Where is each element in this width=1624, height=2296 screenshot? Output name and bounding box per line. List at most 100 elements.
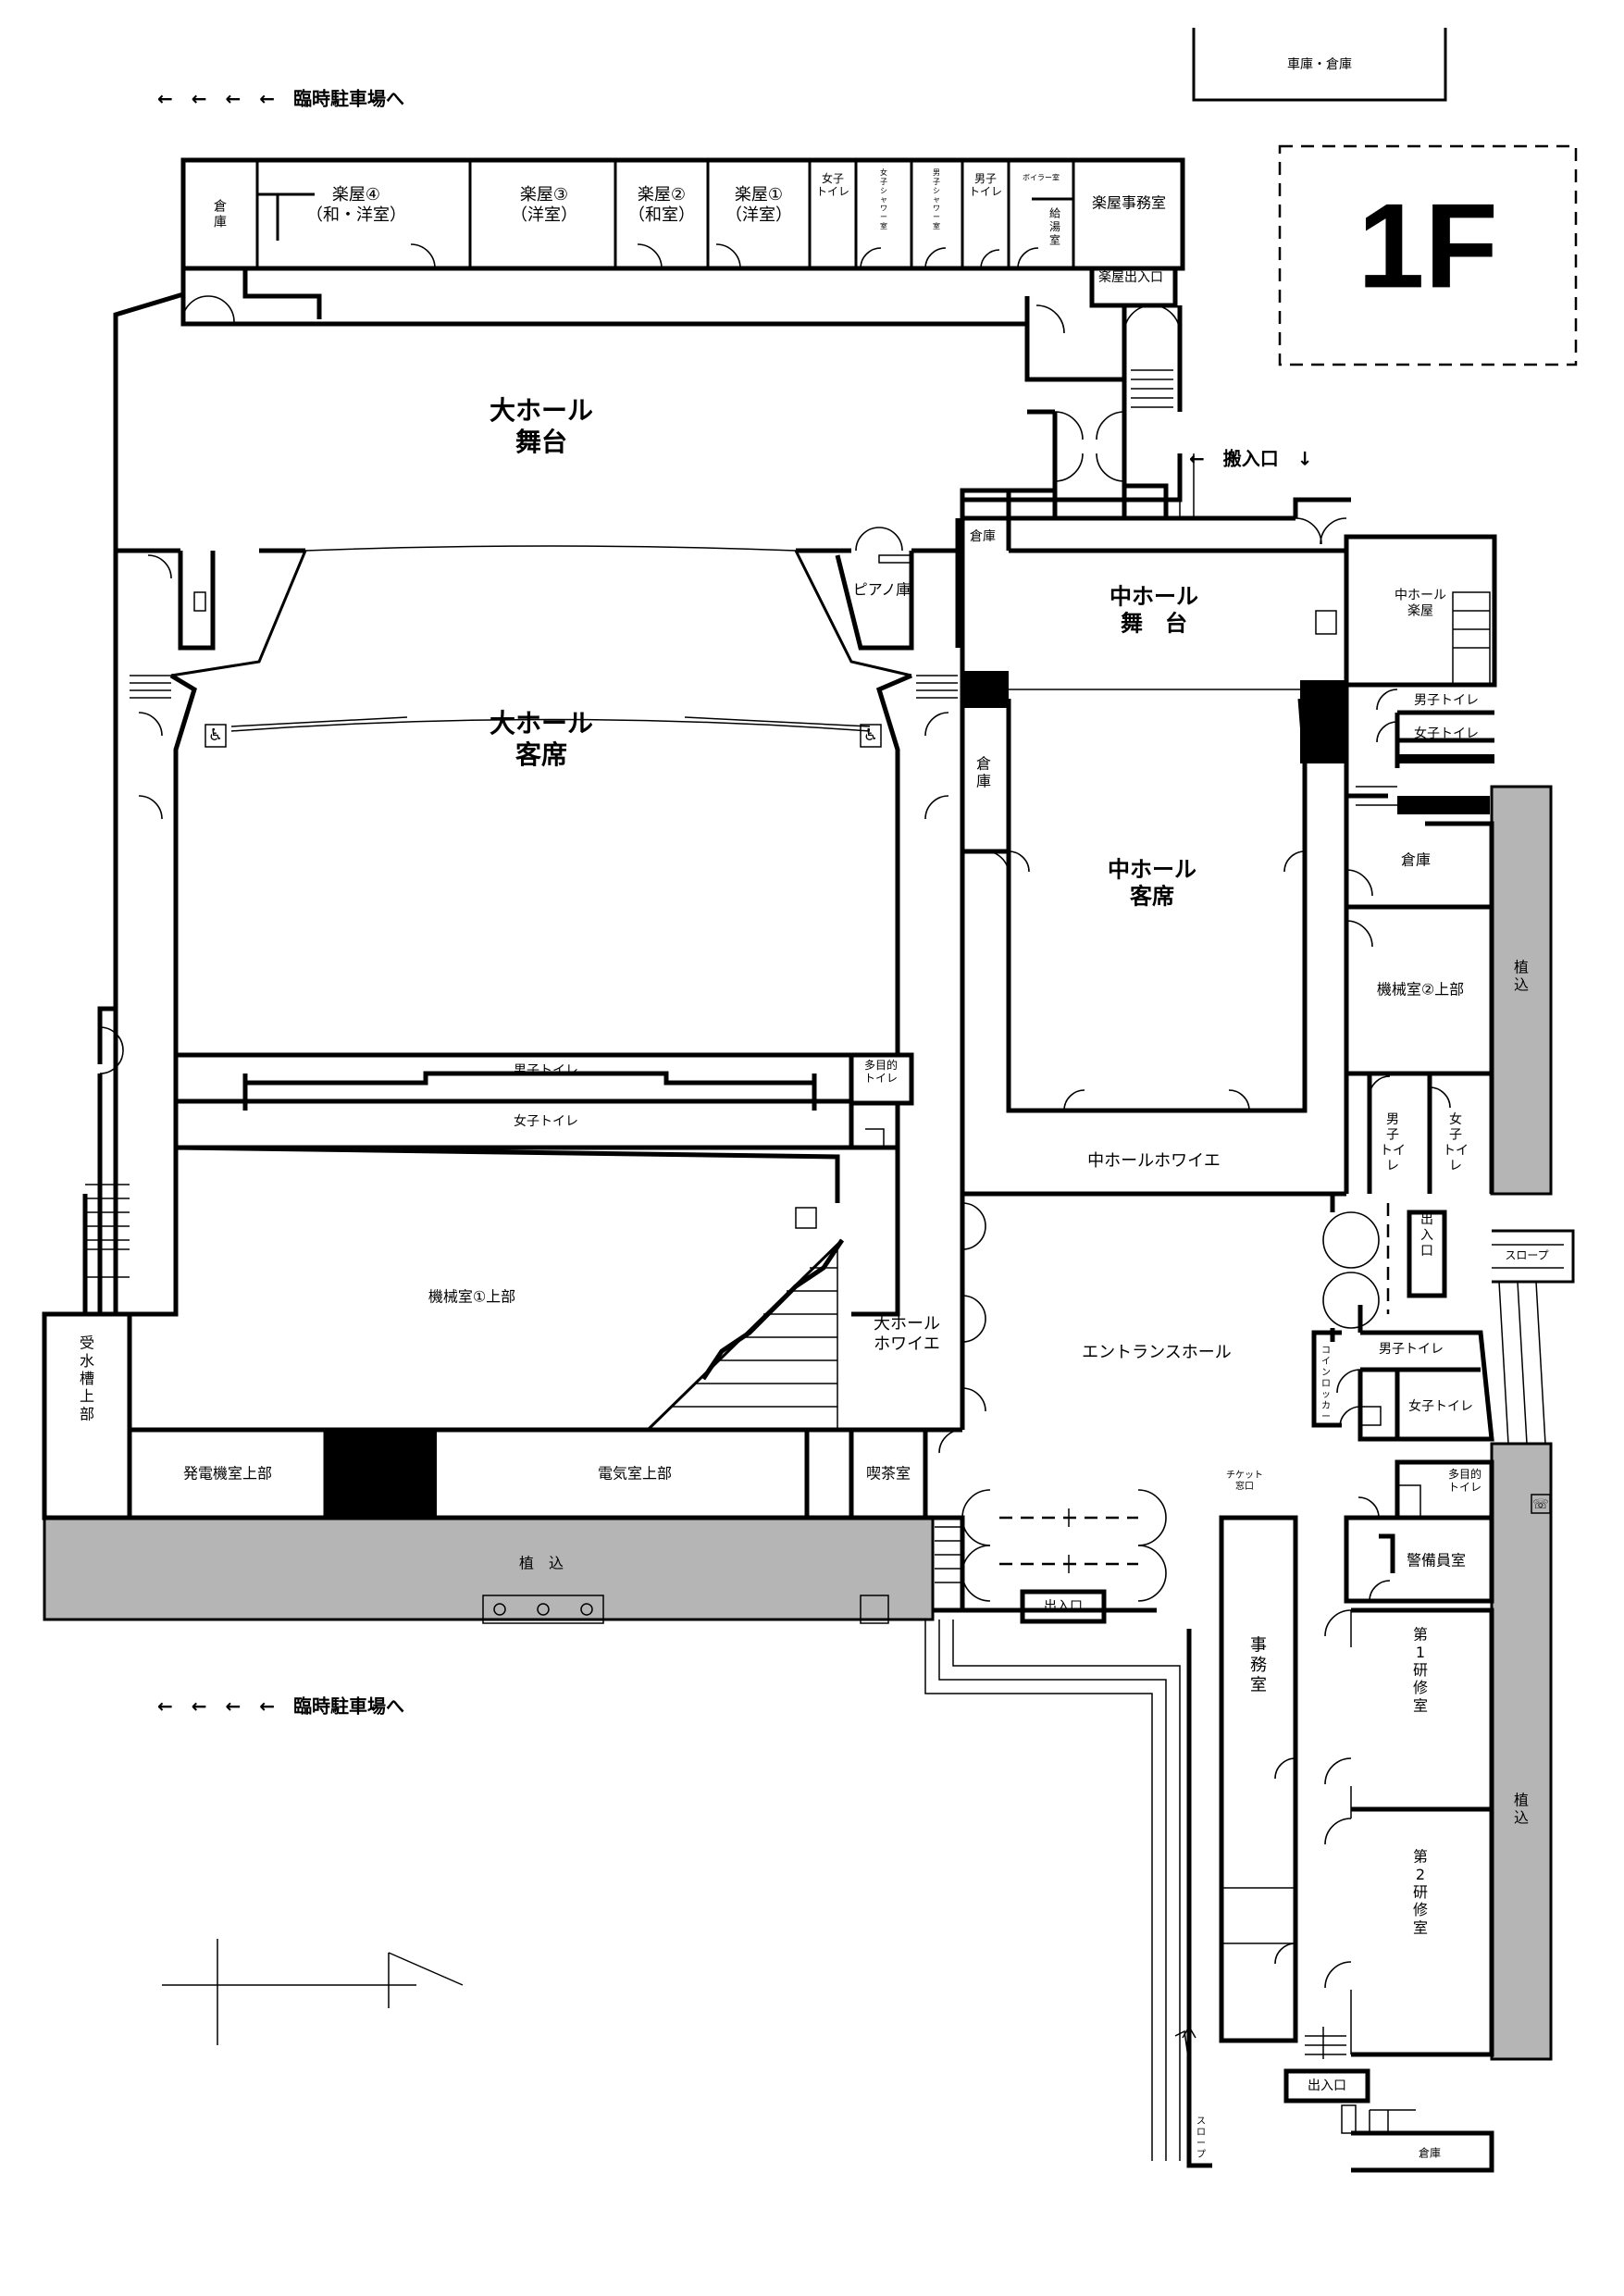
ticket-label: チケット窓口 bbox=[1226, 1470, 1263, 1492]
mid-stage-label: 中ホール舞 台 bbox=[1110, 584, 1198, 637]
east-exit-box[interactable] bbox=[1407, 1210, 1447, 1298]
dressing-entrance-label: 楽屋出入口 bbox=[1098, 270, 1163, 285]
slope-arrow bbox=[1182, 2025, 1196, 2064]
phone-glyph: ☏ bbox=[1532, 1497, 1549, 1512]
south-slope-label: スロープ bbox=[1196, 2116, 1206, 2160]
ent-multipurpose-toilet-label: 多目的トイレ bbox=[1448, 1466, 1481, 1493]
large-multipurpose-toilet-label: 多目的トイレ bbox=[864, 1057, 898, 1084]
shaft-black bbox=[326, 1430, 437, 1518]
floor-label: 1F bbox=[1357, 178, 1498, 313]
sw-ramp bbox=[924, 1620, 1181, 2161]
storage-mid-side-label: 倉庫 bbox=[976, 754, 991, 789]
ent-mens-toilet-label: 男子トイレ bbox=[1379, 1342, 1444, 1357]
mid-womens-toilet-label: 女子トイレ bbox=[1414, 726, 1479, 741]
ent-womens-toilet-label: 女子トイレ bbox=[1408, 1398, 1473, 1414]
south-exit-stairs bbox=[1305, 2027, 1346, 2059]
planting-strip-bottom bbox=[43, 1516, 935, 1621]
north-arrow bbox=[162, 1939, 464, 2045]
coin-locker-label: コインロッカー bbox=[1321, 1346, 1331, 1422]
water-tank-label: 受水槽上部 bbox=[80, 1334, 94, 1422]
training-rooms bbox=[1351, 1607, 1494, 2057]
south-storage-label: 倉庫 bbox=[1419, 2146, 1441, 2160]
south-exit-box[interactable] bbox=[1283, 2068, 1370, 2104]
parking-direction-bottom: ← ← ← ← 臨時駐車場へ bbox=[157, 1695, 404, 1718]
mid-stairs-black bbox=[1397, 796, 1490, 814]
floor-label-frame bbox=[1278, 144, 1578, 366]
parking-direction-top: ← ← ← ← 臨時駐車場へ bbox=[157, 88, 404, 110]
large-womens-toilet-label: 女子トイレ bbox=[514, 1113, 578, 1129]
office-walls bbox=[1219, 1515, 1298, 2043]
west-stairs bbox=[85, 1184, 130, 1241]
planting-strip-right-lower bbox=[1490, 1442, 1553, 2061]
electrical-label: 電気室上部 bbox=[598, 1465, 672, 1483]
planting-right-upper-label: 植込 bbox=[1514, 958, 1529, 993]
mens-toilet-top-label: 男子トイレ bbox=[969, 171, 1002, 197]
womens-shower-label: 女子シャワー室 bbox=[880, 168, 887, 230]
phone-icon bbox=[1531, 1494, 1551, 1514]
machine1-walls bbox=[130, 1145, 900, 1317]
south-exit2-label: 出入口 bbox=[1308, 2079, 1346, 2093]
east-slope bbox=[1492, 1229, 1575, 1284]
dressing1-label: 楽屋①（洋室） bbox=[725, 185, 792, 225]
loading-entrance-label: ← 搬入口 ↓ bbox=[1189, 448, 1313, 470]
storage-nw-label: 倉庫 bbox=[214, 200, 227, 230]
planting-vent bbox=[482, 1595, 604, 1624]
garage-label: 車庫・倉庫 bbox=[1287, 56, 1352, 72]
mid-seats-label: 中ホール客席 bbox=[1108, 857, 1196, 910]
large-seats-label: 大ホール客席 bbox=[490, 708, 593, 770]
cafe-label: 喫茶室 bbox=[866, 1465, 911, 1483]
generator-label: 発電機室上部 bbox=[183, 1465, 272, 1483]
office-label: 事務室 bbox=[1250, 1635, 1267, 1694]
entrance-hall-label: エントランスホール bbox=[1082, 1343, 1232, 1362]
planting-notch bbox=[860, 1595, 889, 1624]
storage-mid-stage-label: 倉庫 bbox=[970, 528, 996, 544]
mens-shower-label: 男子シャワー室 bbox=[933, 168, 940, 230]
mid-mens-toilet-label: 男子トイレ bbox=[1414, 693, 1479, 708]
machine1-label: 機械室①上部 bbox=[428, 1288, 515, 1306]
east-mens-toilet-label: 男子トイレ bbox=[1380, 1112, 1406, 1173]
large-mens-toilet-label: 男子トイレ bbox=[514, 1063, 578, 1078]
garage-outline bbox=[1192, 28, 1447, 102]
mid-seats-walls bbox=[1006, 698, 1308, 1113]
large-foyer-label: 大ホールホワイエ bbox=[874, 1314, 940, 1354]
vent-hole bbox=[580, 1603, 593, 1616]
vent-hole bbox=[493, 1603, 506, 1616]
guard-room bbox=[1344, 1515, 1494, 1604]
machine2-label: 機械室②上部 bbox=[1377, 981, 1464, 999]
vent-hole bbox=[537, 1603, 550, 1616]
wheelchair-icon: ♿ bbox=[208, 726, 223, 745]
coin-locker-area bbox=[1311, 1330, 1342, 1428]
vestibule-door[interactable] bbox=[1350, 1211, 1380, 1269]
storage-east-label: 倉庫 bbox=[1401, 851, 1431, 869]
large-stage-label: 大ホール舞台 bbox=[490, 395, 593, 457]
south-exit-label: 出入口 bbox=[1044, 1599, 1083, 1614]
mid-foyer-label: 中ホールホワイエ bbox=[1087, 1151, 1221, 1171]
cafe-stairs bbox=[935, 1526, 962, 1583]
dressing3-label: 楽屋③（洋室） bbox=[511, 185, 577, 225]
large-multipurpose-toilet bbox=[849, 1052, 914, 1106]
dressing-office-label: 楽屋事務室 bbox=[1092, 194, 1166, 212]
planting-right-lower-label: 植込 bbox=[1514, 1791, 1529, 1826]
piano-storage-label: ピアノ庫 bbox=[853, 581, 911, 599]
south-main-exit[interactable] bbox=[1020, 1589, 1107, 1624]
dressing4-label: 楽屋④（和・洋室） bbox=[306, 185, 406, 225]
machine-room-stairs bbox=[671, 1245, 838, 1430]
womens-toilet-top-label: 女子トイレ bbox=[816, 170, 849, 197]
mid-toilets-black bbox=[1397, 754, 1494, 763]
guard-label: 警備員室 bbox=[1407, 1552, 1466, 1570]
proscenium bbox=[170, 550, 912, 677]
east-exit-label: 出入口 bbox=[1420, 1212, 1433, 1259]
dressing2-label: 楽屋②（和室） bbox=[628, 185, 695, 225]
south-doors[interactable] bbox=[961, 1489, 991, 1546]
hot-water-room-label: 給湯室 bbox=[1049, 206, 1060, 246]
piano-storage bbox=[835, 551, 914, 651]
mid-toilets bbox=[1346, 682, 1494, 768]
dressing-entrance bbox=[1122, 305, 1183, 412]
east-womens-toilet-label: 女子トイレ bbox=[1443, 1111, 1469, 1173]
seat-side-stairs bbox=[130, 675, 958, 699]
south-storage bbox=[1351, 2130, 1494, 2173]
east-slope-label: スロープ bbox=[1505, 1249, 1548, 1262]
